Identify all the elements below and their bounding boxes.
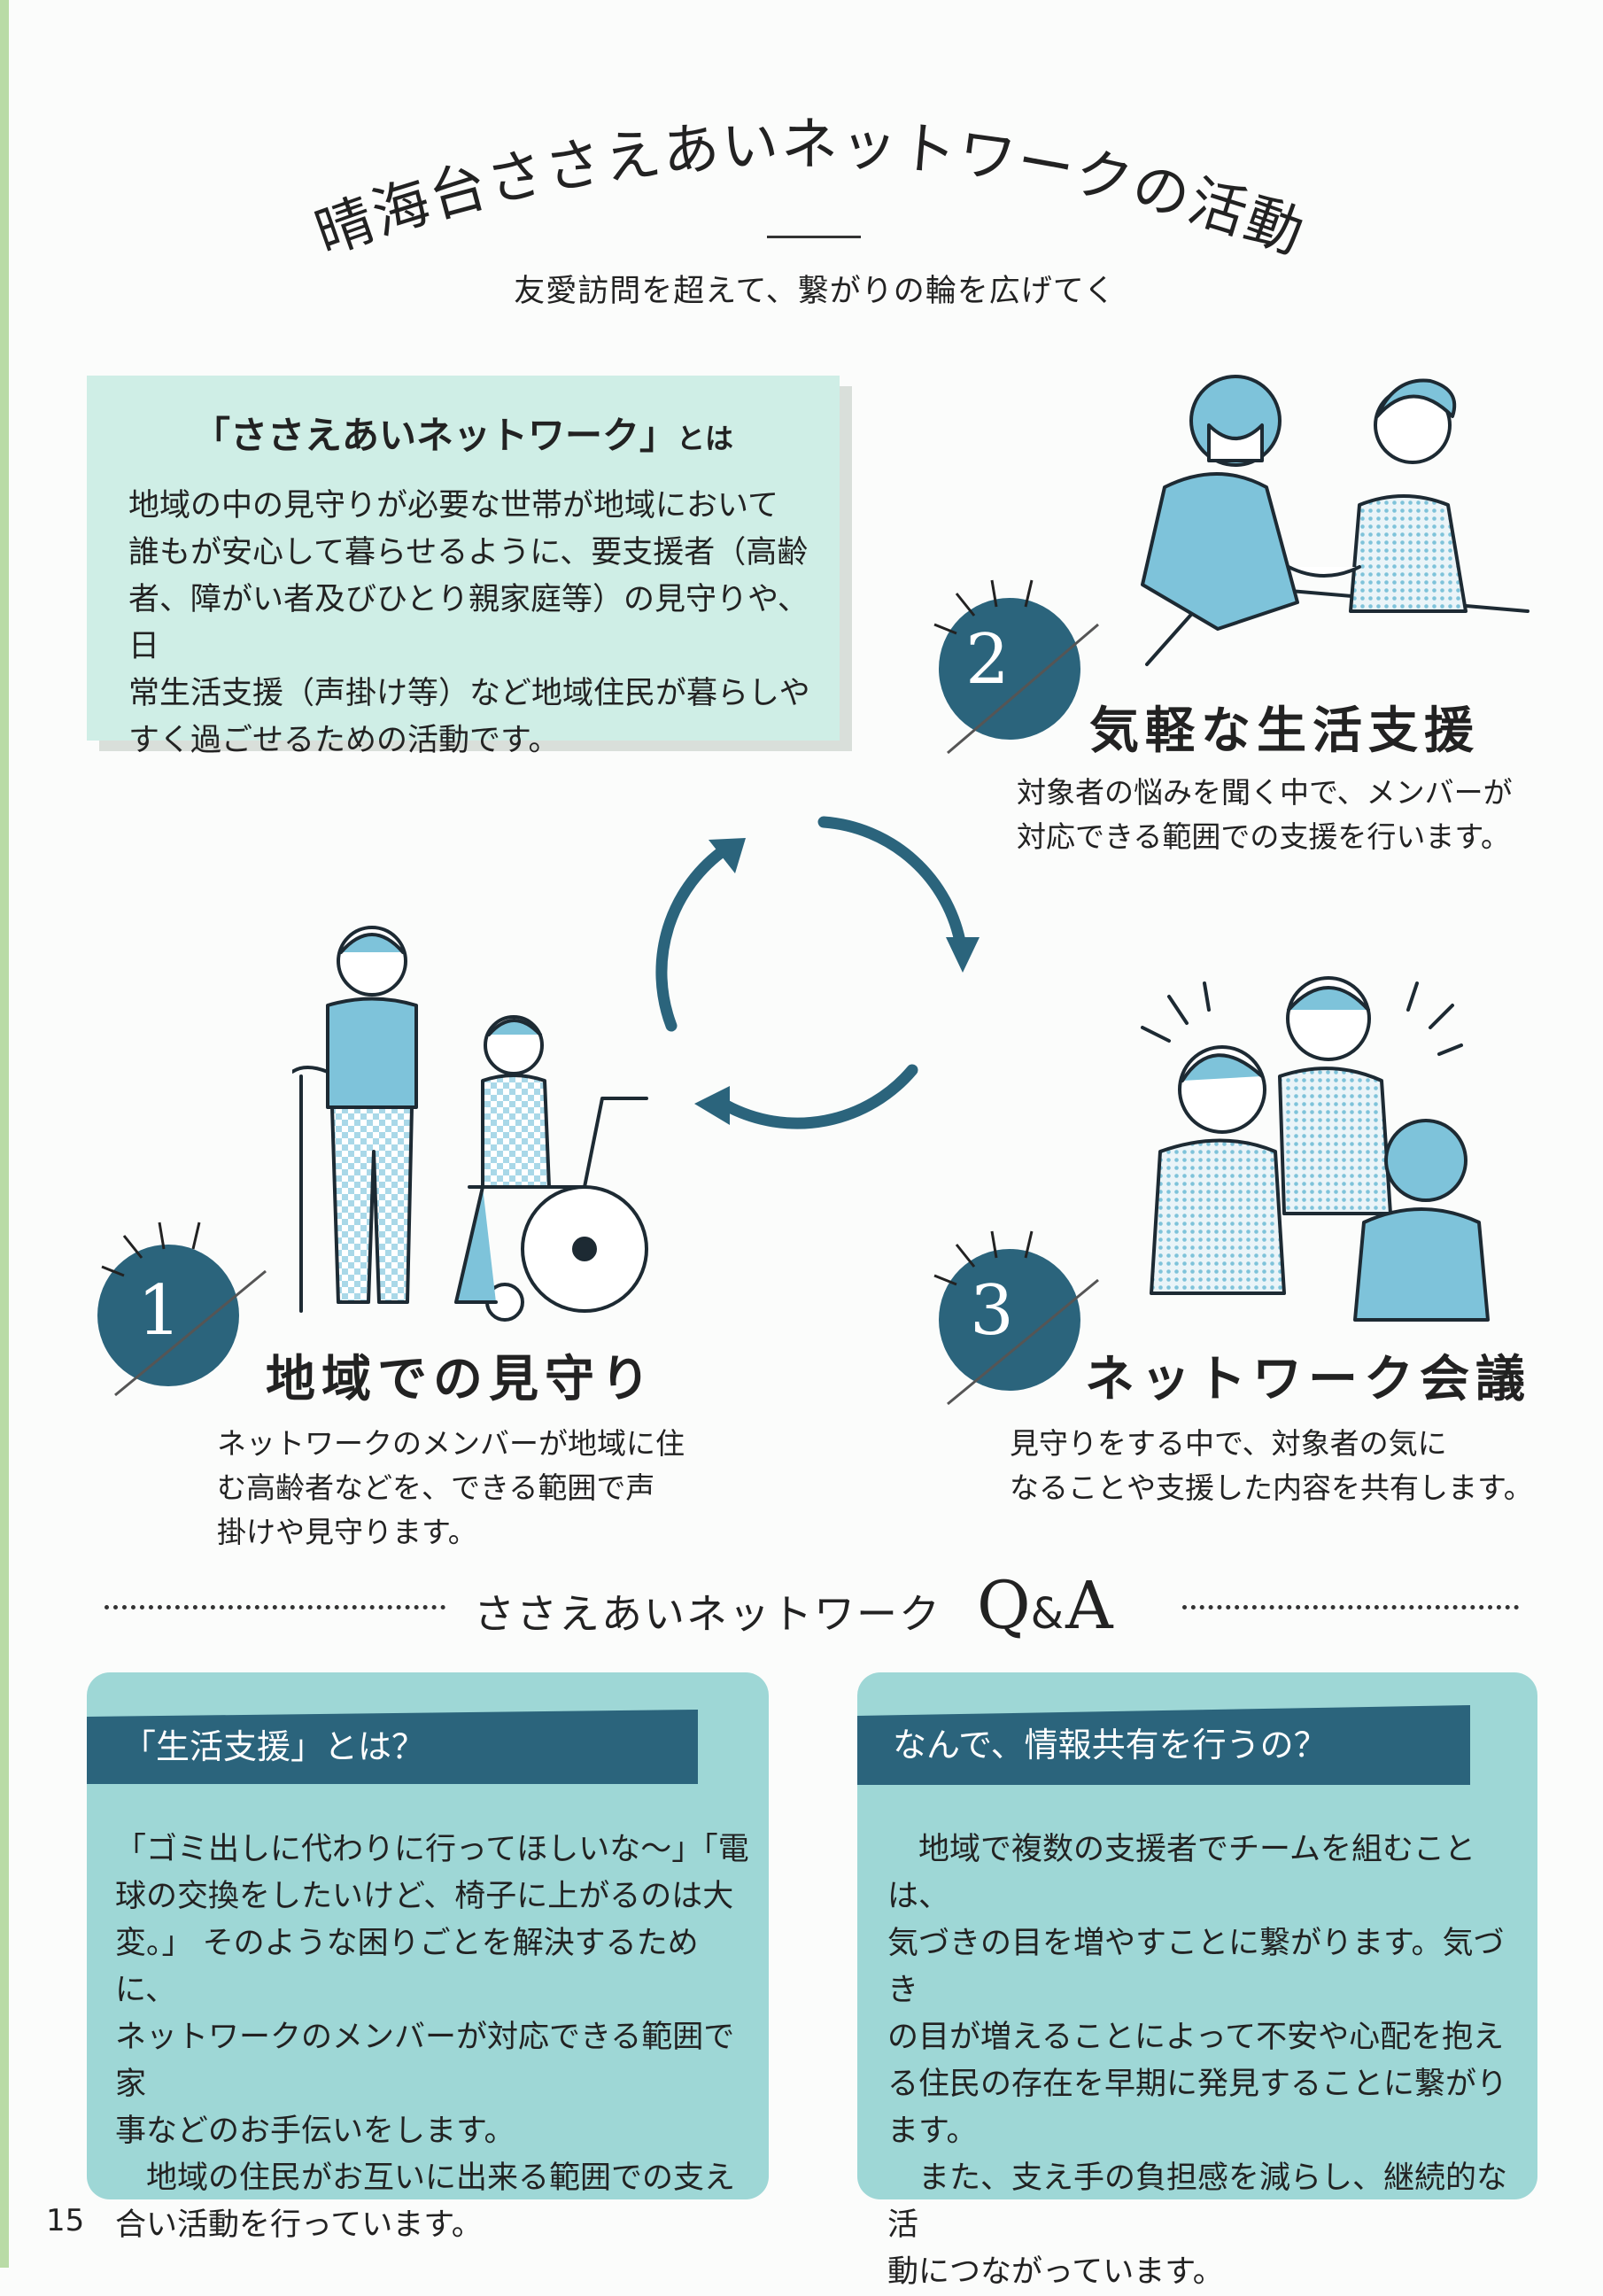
meeting-illustration — [1141, 976, 1490, 1322]
activity-title-2: 気軽な生活支援 — [1089, 702, 1480, 760]
activity-desc-3: 見守りをする中で、対象者の気に なることや支援した内容を共有します。 — [1010, 1422, 1559, 1510]
qa-heading-a: A — [1065, 1568, 1113, 1644]
number-badge-2 — [933, 579, 1099, 755]
number-badge-3 — [933, 1230, 1099, 1406]
qa-heading-label: ささえあいネットワーク — [474, 1590, 941, 1638]
qa-answer-line: 地域で複数の支援者でチームを組むことは、 — [887, 1832, 1475, 1914]
qa-answer-line: 「ゴミ出しに代わりに行ってほしいな～」「電 — [115, 1832, 749, 1867]
qa-answer-line: 球の交換をしたいけど、椅子に上がるのは大 — [115, 1879, 734, 1914]
qa-answer-line: 変。」 そのような困りごとを解決するために、 — [115, 1926, 699, 2008]
qa-answer-line: 合い活動を行っています。 — [115, 2207, 483, 2243]
sparkle-lines-icon — [1141, 981, 1211, 1043]
definition-heading-suffix: とは — [677, 422, 734, 455]
activity-line: なることや支援した内容を共有します。 — [1010, 1470, 1533, 1505]
badge-number-3: 3 — [970, 1271, 1014, 1351]
qa-heading-q: Q — [977, 1568, 1031, 1644]
elderly-people-illustration — [292, 926, 648, 1322]
page-number: 15 — [46, 2203, 85, 2238]
badge-number-1: 1 — [137, 1271, 182, 1351]
qa-question-2: なんで、情報共有を行うの？ — [857, 1705, 1470, 1785]
qa-answer-line: 地域の住民がお互いに出来る範囲での支え — [115, 2160, 736, 2196]
qa-answer-line: 事などのお手伝いをします。 — [115, 2114, 515, 2149]
qa-answer-line: また、支え手の負担感を減らし、継続的な活 — [887, 2160, 1508, 2243]
qa-answer-2: 地域で複数の支援者でチームを組むことは、 気づきの目を増やすことに繋がります。気… — [887, 1827, 1525, 2296]
qa-answer-line: ます。 — [887, 2114, 978, 2149]
activity-line: 見守りをする中で、対象者の気に — [1010, 1426, 1447, 1461]
title-rule — [767, 236, 861, 238]
activity-desc-2: 対象者の悩みを聞く中で、メンバーが 対応できる範囲での支援を行います。 — [1017, 771, 1566, 859]
definition-line: 地域の中の見守りが必要な世帯が地域において — [128, 488, 778, 524]
activity-title-3: ネットワーク会議 — [1085, 1351, 1531, 1408]
qa-heading: ささえあいネットワーク Q&A — [474, 1568, 1113, 1644]
activity-line: む高齢者などを、できる範囲で声 — [217, 1470, 655, 1505]
page-title: 晴海台ささえあいネットワークの活動 — [307, 112, 1313, 268]
qa-answer-line: 動につながっています。 — [887, 2254, 1224, 2290]
cycle-arrows-icon — [655, 816, 980, 1129]
caregiver-illustration — [1141, 375, 1529, 666]
page-edge — [0, 0, 9, 2268]
qa-answer-line: る住民の存在を早期に発見することに繋がり — [887, 2067, 1508, 2102]
page-subtitle: 友愛訪問を超えて、繋がりの輪を広げてく — [514, 274, 1116, 309]
qa-leader-right — [1182, 1605, 1519, 1613]
svg-text:晴海台ささえあいネットワークの活動: 晴海台ささえあいネットワークの活動 — [307, 112, 1313, 268]
definition-heading: 「ささえあいネットワーク」とは — [87, 406, 840, 460]
definition-line: 誰もが安心して暮らせるように、要支援者（高齢 — [128, 535, 809, 570]
qa-question-1: 「生活支援」とは？ — [87, 1710, 698, 1784]
definition-heading-main: 「ささえあいネットワーク」 — [192, 414, 677, 457]
definition-body: 地域の中の見守りが必要な世帯が地域において 誰もが安心して暮らせるように、要支援… — [128, 483, 815, 764]
definition-box — [87, 376, 840, 741]
activity-line: 掛けや見守ります。 — [217, 1515, 477, 1549]
badge-number-2: 2 — [965, 620, 1010, 700]
definition-line: 常生活支援（声掛け等）など地域住民が暮らしや — [128, 676, 810, 711]
qa-leader-left — [105, 1605, 445, 1613]
activity-line: 対応できる範囲での支援を行います。 — [1017, 819, 1511, 854]
number-badge-1 — [97, 1222, 267, 1397]
activity-line: 対象者の悩みを聞く中で、メンバーが — [1017, 775, 1513, 810]
definition-line: すく過ごせるための活動です。 — [128, 723, 560, 758]
qa-answer-line: の目が増えることによって不安や心配を抱え — [887, 2020, 1505, 2055]
activity-line: ネットワークのメンバーが地域に住 — [217, 1426, 685, 1461]
activity-desc-1: ネットワークのメンバーが地域に住 む高齢者などを、できる範囲で声 掛けや見守りま… — [217, 1422, 722, 1555]
qa-answer-1: 「ゴミ出しに代わりに行ってほしいな～」「電 球の交換をしたいけど、椅子に上がるの… — [115, 1827, 753, 2249]
qa-answer-line: 気づきの目を増やすことに繋がります。気づき — [887, 1926, 1505, 2008]
qa-answer-line: ネットワークのメンバーが対応できる範囲で家 — [115, 2020, 735, 2102]
activity-title-1: 地域での見守り — [266, 1351, 656, 1408]
definition-line: 者、障がい者及びひとり親家庭等）の見守りや、日 — [128, 582, 809, 664]
qa-heading-amp: & — [1030, 1589, 1066, 1639]
